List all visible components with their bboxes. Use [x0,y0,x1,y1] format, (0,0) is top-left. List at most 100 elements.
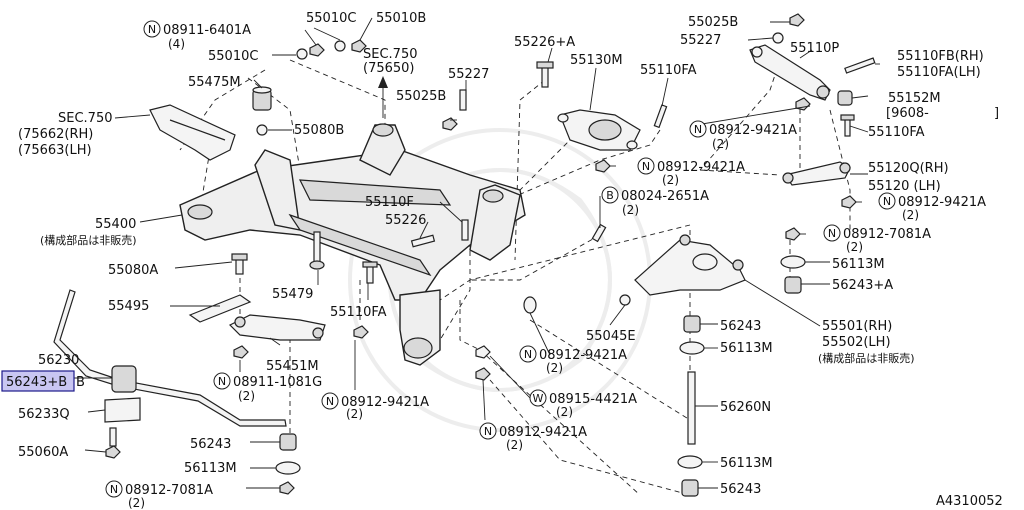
nut-08912-9421A-bc[interactable] [353,325,369,339]
stabilizer-bar-56230[interactable] [53,289,287,427]
label-08915-4421A: 08915-4421A [549,392,637,407]
plate-55495[interactable] [188,294,252,323]
washer-55010C-top[interactable] [334,40,346,52]
bushing-55475M[interactable] [252,86,272,111]
label-08912-9421A-bc: 08912-9421A [341,395,429,410]
label-08024-2651A: 08024-2651A [621,189,709,204]
label-group-bottom-left: 56233Q 55060A 56243 56113M N 08912-7081A… [18,407,237,510]
label-55010C-top: 55010C [306,11,356,26]
bolt-08024-2651A[interactable] [591,223,607,243]
label-group-sec750-left: SEC.750 (75662(RH) (75663(LH) [18,111,113,158]
label-08912-7081A-bl: 08912-7081A [125,483,213,498]
marker-circle [689,120,707,138]
nut-08912-9421A-c2[interactable] [523,296,537,314]
marker-circle [213,372,231,390]
bushing-56243A[interactable] [784,276,802,294]
bolt-55226-c[interactable] [410,234,436,248]
marker-circle [878,192,896,210]
n-marker: N [218,375,226,388]
nut-08912-7081A-r[interactable] [785,227,801,241]
lower-arm-55501[interactable] [634,234,746,296]
bushing-56243B[interactable] [111,365,137,393]
bolt-55479[interactable] [309,231,325,270]
nut-55025B-r[interactable] [789,13,805,27]
label-qty-2-bl: (2) [128,496,145,510]
seat-56113M-bl[interactable] [275,461,301,475]
label-55152M-date: [9608- [886,106,929,121]
label-55110FB-rh: 55110FB(RH) [897,49,984,64]
bolt-55080A[interactable] [231,253,248,275]
nut-08912-7081A-bl[interactable] [279,481,295,495]
rod-56260N[interactable] [687,371,696,445]
label-group-top-left: N 08911-6401A (4) 55010C 55010B 55010C S… [143,11,426,138]
marker-circle [519,345,537,363]
bushing-55152M[interactable] [837,90,853,106]
label-group-left: 55400 (構成部品は非販売) 55080A 55495 55479 5623… [38,217,313,368]
bolt-55060A[interactable] [105,427,121,459]
bolt-55110FB[interactable] [844,57,876,74]
bolt-55110FA-c[interactable] [362,261,378,284]
n-marker: N [883,195,891,208]
label-56260N: 56260N [720,400,771,415]
seat-56113M-r2[interactable] [679,341,705,355]
bolt-55110F[interactable] [461,219,469,241]
radius-rod-55451M[interactable] [228,314,326,341]
selected-part-56243B[interactable]: 56243+B [1,370,75,392]
nut-08912-9421A-mid[interactable] [595,159,611,173]
label-qty-2-c2: (2) [546,361,563,375]
bolt-55226A[interactable] [536,61,554,88]
bolt-55227-top[interactable] [459,89,467,111]
label-group-center: 55110F 55226 55227 55025B 55226+A 55130M… [365,35,697,228]
label-08912-9421A-r2: 08912-9421A [898,195,986,210]
rear-suspension-member-55400[interactable] [179,123,526,366]
washer-08915-4421A[interactable] [475,345,491,359]
washer-55080B[interactable] [256,124,268,136]
label-55152M: 55152M [888,91,941,106]
label-08912-9421A-c3: 08912-9421A [499,425,587,440]
clamp-56233Q[interactable] [104,397,141,423]
w-marker: W [533,392,544,405]
label-55226A: 55226+A [514,35,575,50]
label-55110FA-lh: 55110FA(LH) [897,65,981,80]
nut-08912-9421A-r2[interactable] [841,195,857,209]
label-55080B: 55080B [294,123,344,138]
bushing-56243-bl[interactable] [279,433,297,451]
nut-55010B[interactable] [351,39,367,53]
label-55501-rh: 55501(RH) [822,319,892,334]
upper-link-55130M[interactable] [557,109,641,151]
nut-55025B-top[interactable] [442,117,458,131]
lateral-link-55110P[interactable] [749,44,831,101]
label-56113M-bl: 56113M [184,461,237,476]
label-55400: 55400 [95,217,136,232]
label-08912-7081A-r: 08912-7081A [843,227,931,242]
nut-08912-9421A-c3[interactable] [475,367,491,381]
mount-bracket-sec750[interactable] [149,104,236,161]
seat-56113M-br[interactable] [677,455,703,469]
label-56243B: 56243+B [6,375,67,390]
label-55120-lh: 55120 (LH) [868,179,941,194]
label-sec750-left: SEC.750 [58,111,113,126]
seat-56113M-r[interactable] [780,255,806,269]
washer-55045E[interactable] [619,294,631,306]
b-marker: B [76,375,85,390]
washer-55227-r[interactable] [772,32,784,44]
label-55495: 55495 [108,299,149,314]
nut-08911-6401A[interactable] [309,43,325,57]
label-55080A: 55080A [108,263,158,278]
lateral-link-55120Q[interactable] [782,161,851,186]
washer-55010C-mid[interactable] [296,48,308,60]
label-55152M-end: ] [994,106,999,121]
bushing-56243-br[interactable] [681,479,699,497]
nut-08911-1081G[interactable] [233,345,249,359]
bushing-56243-r[interactable] [683,315,701,333]
label-group-mid-right: N 08912-9421A (2) 55120Q(RH) 55120 (LH) … [601,157,986,293]
bolt-55110FA-top[interactable] [653,104,668,129]
marker-circle [479,422,497,440]
n-marker: N [642,160,650,173]
label-55502-lh: 55502(LH) [822,335,891,350]
bolt-55110FA-r[interactable] [840,114,855,137]
label-55451M: 55451M [266,359,319,374]
label-55010B: 55010B [376,11,426,26]
label-qty-2-08915: (2) [556,405,573,419]
